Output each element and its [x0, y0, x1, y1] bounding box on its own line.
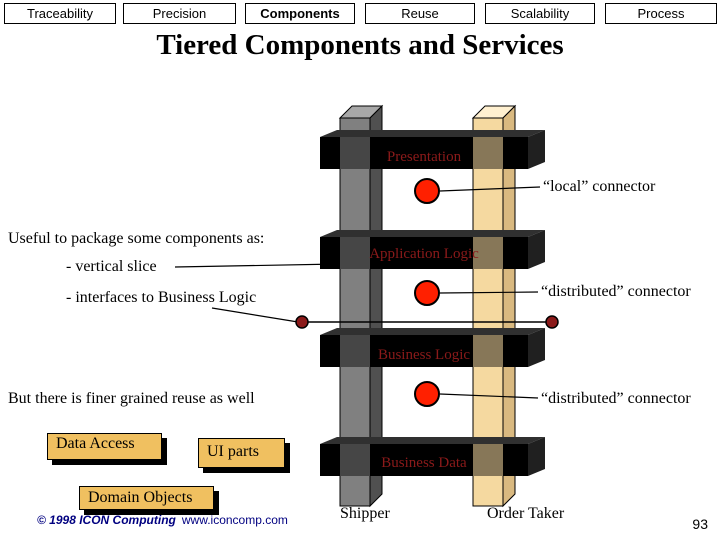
tab-reuse[interactable]: Reuse: [365, 3, 475, 24]
tier-label-application-logic: Application Logic: [369, 246, 479, 262]
tab-components[interactable]: Components: [245, 3, 355, 24]
interfaces-leader: [211, 307, 299, 323]
page-number: 93: [692, 516, 708, 532]
note-interfaces: - interfaces to Business Logic: [66, 289, 257, 306]
distributed-connector-label-2: “distributed” connector: [541, 390, 691, 407]
shipper-slice-presentation: [340, 137, 370, 169]
order-taker-slice-business-data: [473, 444, 503, 476]
distributed-connector-1: [414, 280, 440, 306]
tier-label-business-data: Business Data: [381, 455, 467, 471]
interface-end-right: [545, 315, 559, 329]
ui-parts-box: UI parts: [198, 438, 285, 468]
data-access-label: Data Access: [56, 435, 135, 452]
vertical-slice-leader: [174, 263, 339, 268]
order-taker-slice-presentation: [473, 137, 503, 169]
distributed-connector-label-1: “distributed” connector: [541, 283, 691, 300]
footer: © 1998 ICON Computing www.iconcomp.com: [37, 513, 288, 527]
note-finer-grained-reuse: But there is finer grained reuse as well: [8, 390, 255, 407]
distributed-connector-leader-2: [439, 393, 539, 399]
local-connector-label: “local” connector: [543, 178, 656, 195]
local-connector-leader: [439, 186, 541, 192]
order-taker-slice-application: [473, 237, 503, 269]
note-useful-package: Useful to package some components as:: [8, 230, 265, 247]
footer-url[interactable]: www.iconcomp.com: [181, 513, 288, 527]
column-label-shipper: Shipper: [340, 505, 390, 522]
tab-precision[interactable]: Precision: [123, 3, 236, 24]
shipper-slice-business-logic: [340, 335, 370, 367]
distributed-connector-leader-1: [439, 291, 539, 294]
tab-traceability[interactable]: Traceability: [4, 3, 116, 24]
tier-label-business-logic: Business Logic: [378, 347, 470, 363]
ui-parts-label: UI parts: [207, 443, 259, 460]
domain-objects-box: Domain Objects: [79, 486, 214, 510]
data-access-box: Data Access: [47, 433, 162, 460]
interface-end-left: [295, 315, 309, 329]
tier-label-presentation: Presentation: [387, 149, 462, 165]
distributed-connector-2: [414, 381, 440, 407]
tab-scalability[interactable]: Scalability: [485, 3, 595, 24]
shipper-slice-application: [340, 237, 370, 269]
tab-process[interactable]: Process: [605, 3, 717, 24]
domain-objects-label: Domain Objects: [88, 489, 193, 506]
copyright-text: © 1998 ICON Computing: [37, 513, 176, 527]
local-connector: [414, 178, 440, 204]
order-taker-slice-business-logic: [473, 335, 503, 367]
note-vertical-slice: - vertical slice: [66, 258, 157, 275]
column-label-order-taker: Order Taker: [487, 505, 565, 522]
shipper-slice-business-data: [340, 444, 370, 476]
page-title: Tiered Components and Services: [156, 29, 564, 61]
